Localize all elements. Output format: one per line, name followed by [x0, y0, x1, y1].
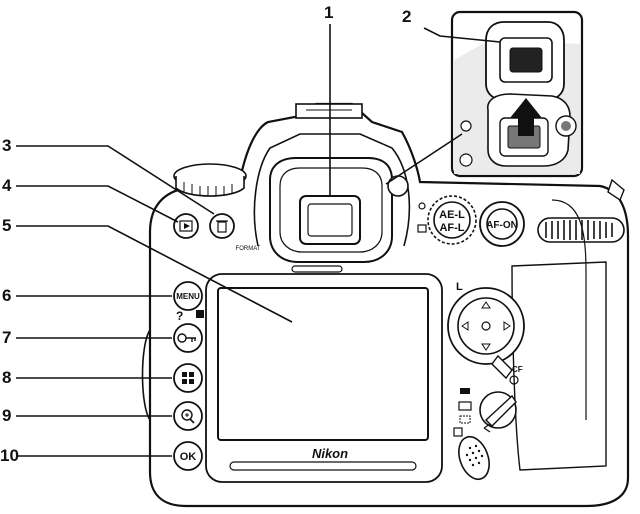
multi-selector: [457, 297, 515, 355]
help-icon: ?: [176, 309, 183, 323]
callout-5: 5: [2, 216, 12, 235]
menu-button: [173, 281, 203, 311]
callout-10: 10: [0, 446, 19, 465]
strap-lug: [607, 178, 625, 202]
up-arrow-icon: [510, 98, 542, 136]
af-l-label: AF-L: [439, 222, 464, 234]
left-button-column: FORMAT MENU ? OK: [173, 213, 261, 471]
inset-connector: [385, 133, 463, 185]
callout-7: 7: [2, 328, 12, 347]
side-grip-edge: [141, 329, 151, 421]
ok-button: [173, 441, 203, 471]
bezel-slot: [229, 461, 417, 471]
lock-label: L: [456, 281, 463, 293]
callout-2: 2: [402, 7, 412, 26]
callout-3: 3: [2, 136, 12, 155]
format-label: FORMAT: [236, 246, 261, 252]
speaker-grille: [458, 435, 490, 481]
eyecup-removal-inset: [450, 10, 584, 178]
hot-shoe: [295, 103, 363, 119]
leader-lines: [16, 24, 501, 457]
diopter-knob: [387, 175, 409, 197]
lcd-monitor: [217, 287, 429, 441]
zoom-in-button: [173, 401, 203, 431]
callout-1: 1: [324, 3, 334, 22]
callout-4: 4: [2, 176, 12, 195]
thumbnail-button: [173, 363, 203, 393]
callout-8: 8: [2, 368, 12, 387]
callout-6: 6: [2, 286, 12, 305]
af-on-label: AF-ON: [486, 220, 518, 231]
main-command-dial: [537, 217, 625, 243]
menu-label: MENU: [176, 292, 200, 301]
delete-button: [209, 213, 235, 239]
callout-9: 9: [2, 406, 12, 425]
thumb-rest: [511, 261, 607, 471]
card-label: CF: [512, 365, 523, 374]
ok-label: OK: [180, 451, 197, 463]
ae-l-label: AE-L: [439, 209, 465, 221]
brand-logo: Nikon: [312, 446, 348, 461]
